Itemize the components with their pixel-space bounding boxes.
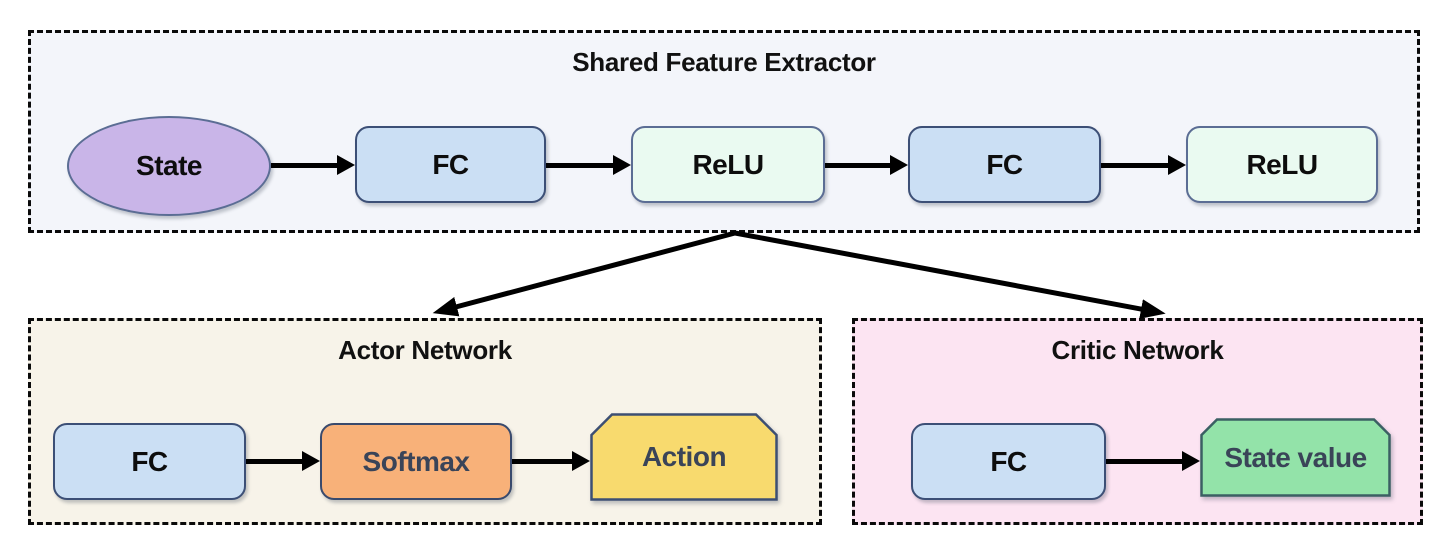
- branch-arrow-to-actor: [432, 230, 736, 317]
- arrow-shaft: [546, 162, 616, 168]
- action-shape: [590, 413, 778, 501]
- node-actor-fc-label: FC: [131, 445, 168, 477]
- state-value-shape: [1200, 418, 1391, 497]
- node-shared-relu-2: ReLU: [1186, 126, 1378, 203]
- node-actor-fc: FC: [53, 423, 246, 500]
- node-shared-relu-1: ReLU: [631, 126, 825, 203]
- node-critic-fc-label: FC: [990, 445, 1027, 477]
- arrow-shaft: [1101, 162, 1171, 168]
- arrow-shaft: [271, 162, 340, 168]
- node-state-label: State: [136, 150, 202, 181]
- node-softmax-label: Softmax: [362, 445, 470, 477]
- node-state: State: [67, 116, 271, 216]
- group-actor-network: Actor Network FC Softmax Action: [28, 318, 822, 525]
- arrowhead-icon: [337, 155, 355, 175]
- node-action-label: Action: [641, 441, 727, 472]
- arrowhead-icon: [572, 451, 590, 471]
- arrow-shaft: [512, 458, 575, 464]
- arrowhead-icon: [1168, 155, 1186, 175]
- node-shared-relu-2-label: ReLU: [1246, 148, 1318, 180]
- branch-arrow-to-critic: [734, 230, 1166, 319]
- node-shared-fc-2-label: FC: [986, 148, 1023, 180]
- arrowhead-icon: [1182, 451, 1200, 471]
- group-critic-network: Critic Network FC State value: [852, 318, 1423, 525]
- node-state-value: State value: [1200, 418, 1391, 497]
- arrow-shaft: [825, 162, 893, 168]
- node-action: Action: [590, 413, 778, 501]
- arrow-shaft: [1106, 458, 1185, 464]
- node-shared-fc-1-label: FC: [432, 148, 469, 180]
- node-critic-fc: FC: [911, 423, 1106, 500]
- arrowhead-icon: [302, 451, 320, 471]
- node-softmax: Softmax: [320, 423, 512, 500]
- arrowhead-icon: [613, 155, 631, 175]
- shared-group-title: Shared Feature Extractor: [572, 47, 876, 77]
- node-shared-fc-1: FC: [355, 126, 546, 203]
- node-shared-fc-2: FC: [908, 126, 1101, 203]
- node-state-value-label: State value: [1224, 441, 1367, 473]
- arrowhead-icon: [890, 155, 908, 175]
- actor-group-title: Actor Network: [338, 335, 512, 365]
- group-shared-feature-extractor: Shared Feature Extractor State FC ReLU F…: [28, 30, 1420, 233]
- arrow-shaft: [246, 458, 305, 464]
- node-shared-relu-1-label: ReLU: [692, 148, 764, 180]
- critic-group-title: Critic Network: [1051, 335, 1224, 365]
